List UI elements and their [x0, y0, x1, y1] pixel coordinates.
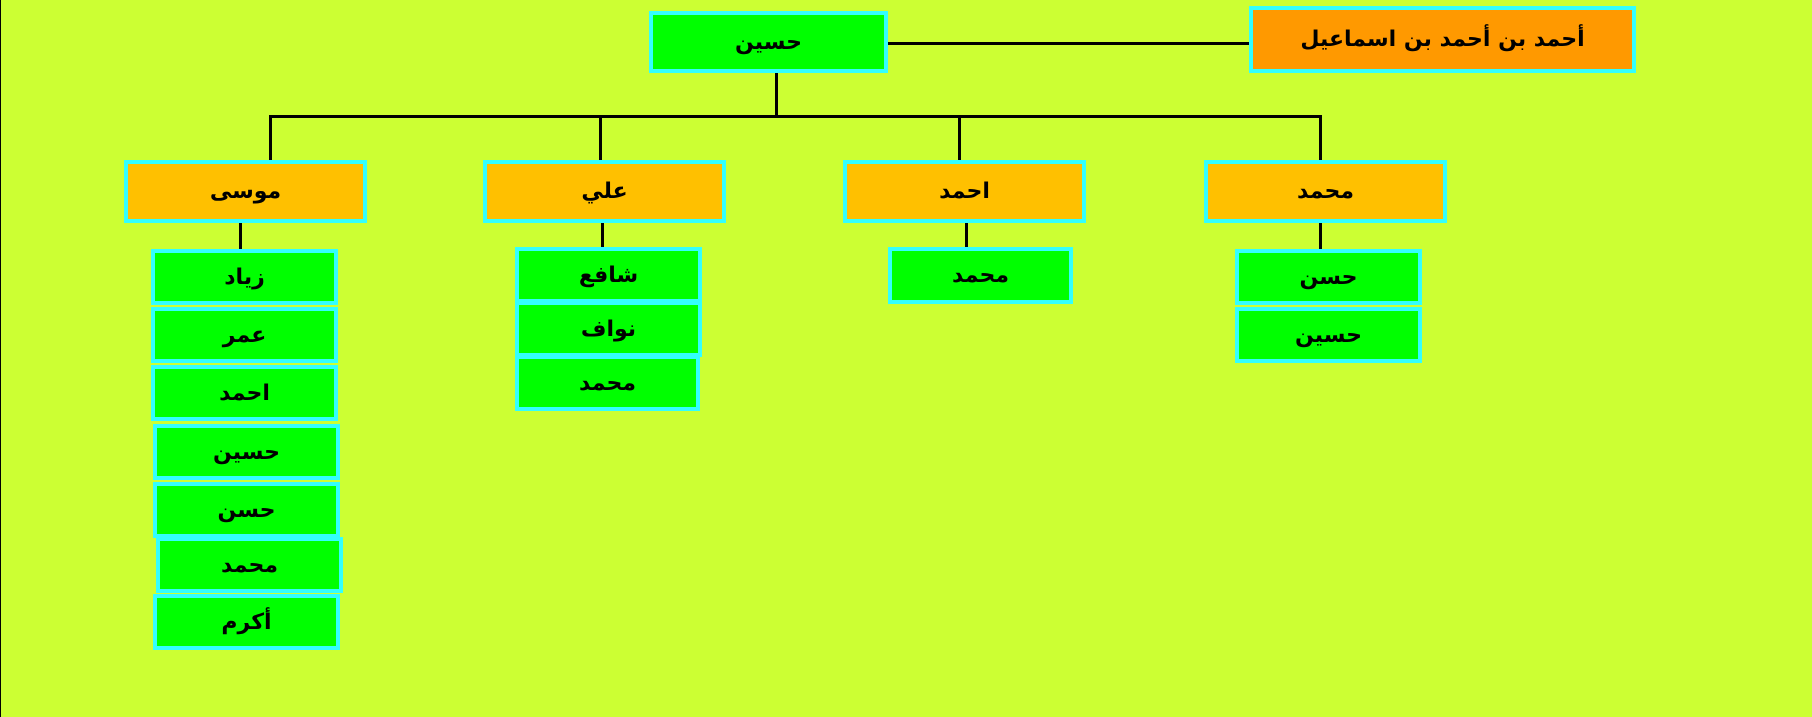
- sons-drop-ahmad: [965, 221, 968, 251]
- ancestor-node: أحمد بن أحمد بن اسماعيل: [1249, 6, 1636, 73]
- children-bus: [269, 115, 1322, 118]
- grandchild-node: محمد: [888, 247, 1073, 304]
- grandchild-node: نواف: [515, 301, 702, 357]
- grandchild-node: حسين: [153, 424, 340, 480]
- grandchild-node: حسن: [1235, 249, 1422, 305]
- child-drop-ahmad: [958, 115, 961, 163]
- sons-drop-muhammad: [1319, 221, 1322, 251]
- grandchild-node: حسين: [1235, 307, 1422, 363]
- grandchild-node: شافع: [515, 247, 702, 303]
- child-node-muhammad: محمد: [1204, 160, 1447, 223]
- child-drop-ali: [599, 115, 602, 163]
- child-node-musa: موسى: [124, 160, 367, 223]
- sons-drop-ali: [601, 221, 604, 251]
- grandchild-node: عمر: [151, 307, 338, 363]
- child-drop-musa: [269, 115, 272, 163]
- ancestor-connector: [888, 42, 1251, 45]
- child-node-ahmad: احمد: [843, 160, 1086, 223]
- grandchild-node: محمد: [515, 355, 700, 411]
- grandchild-node: أكرم: [153, 594, 340, 650]
- grandchild-node: محمد: [156, 537, 343, 593]
- child-drop-muhammad: [1319, 115, 1322, 163]
- child-node-ali: علي: [483, 160, 726, 223]
- grandchild-node: زياد: [151, 249, 338, 305]
- root-node: حسين: [649, 11, 888, 73]
- sons-drop-musa: [239, 221, 242, 251]
- root-stem: [775, 72, 778, 116]
- grandchild-node: حسن: [153, 482, 340, 538]
- grandchild-node: احمد: [151, 365, 338, 421]
